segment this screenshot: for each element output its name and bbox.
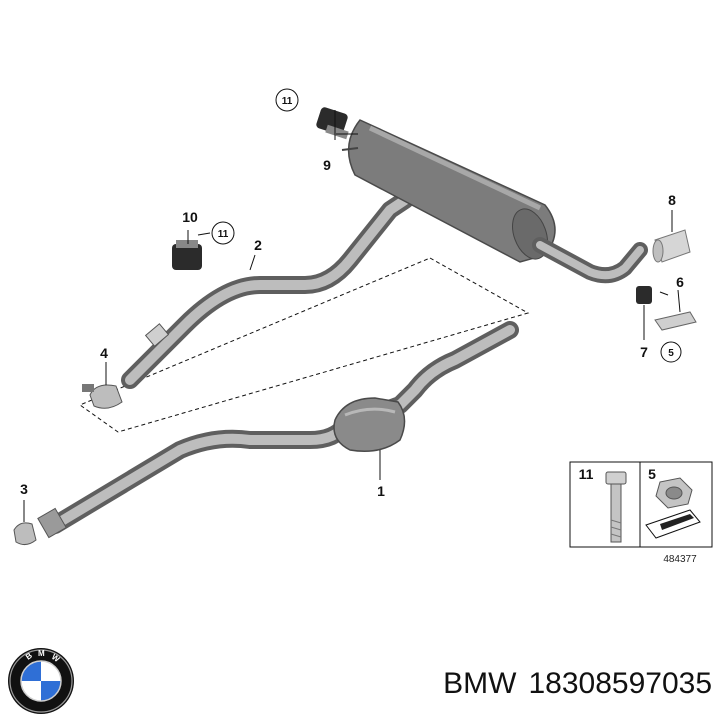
svg-text:M: M xyxy=(38,649,45,658)
fastener-legend: 11 5 484377 xyxy=(569,461,713,565)
bolt-icon xyxy=(605,471,627,543)
callout-10: 10 xyxy=(182,209,198,225)
rear-silencer xyxy=(341,119,556,263)
part-label: BMW 18308597035 xyxy=(372,662,712,706)
callout-7: 7 xyxy=(640,344,648,360)
intermediate-pipe xyxy=(121,191,414,389)
front-pipe-catalytic-converter xyxy=(37,321,519,539)
callout-6: 6 xyxy=(676,274,684,290)
svg-text:5: 5 xyxy=(668,348,674,359)
brand-name: BMW xyxy=(443,667,517,700)
callout-2: 2 xyxy=(254,237,262,253)
rubber-mount-left xyxy=(172,240,202,270)
assembly-group-outline xyxy=(78,257,530,433)
bmw-logo-icon: B M W xyxy=(8,648,74,714)
svg-text:11: 11 xyxy=(579,466,594,482)
part-number: 18308597035 xyxy=(528,667,712,700)
svg-text:W: W xyxy=(50,652,62,664)
clamp-front xyxy=(13,522,37,546)
tailpipe xyxy=(532,237,648,284)
callout-5: 5 xyxy=(660,341,682,363)
hanger-bracket xyxy=(636,286,697,331)
callout-9: 9 xyxy=(323,157,331,173)
callout-11-top: 11 xyxy=(275,88,299,112)
callout-3: 3 xyxy=(20,481,28,497)
svg-text:5: 5 xyxy=(648,466,656,482)
svg-text:B: B xyxy=(24,651,34,662)
svg-text:11: 11 xyxy=(218,229,229,240)
callout-8: 8 xyxy=(668,192,676,208)
svg-text:11: 11 xyxy=(282,96,293,107)
callout-11-left: 11 xyxy=(211,221,235,245)
reference-code: 484377 xyxy=(663,554,697,565)
callout-1: 1 xyxy=(377,483,385,499)
rubber-mount-top xyxy=(316,107,349,140)
tailpipe-trim xyxy=(652,229,691,263)
clamp-intermediate xyxy=(82,384,123,409)
torque-arrow-icon xyxy=(645,509,701,539)
nut-icon xyxy=(655,477,693,509)
callout-4: 4 xyxy=(100,345,108,361)
